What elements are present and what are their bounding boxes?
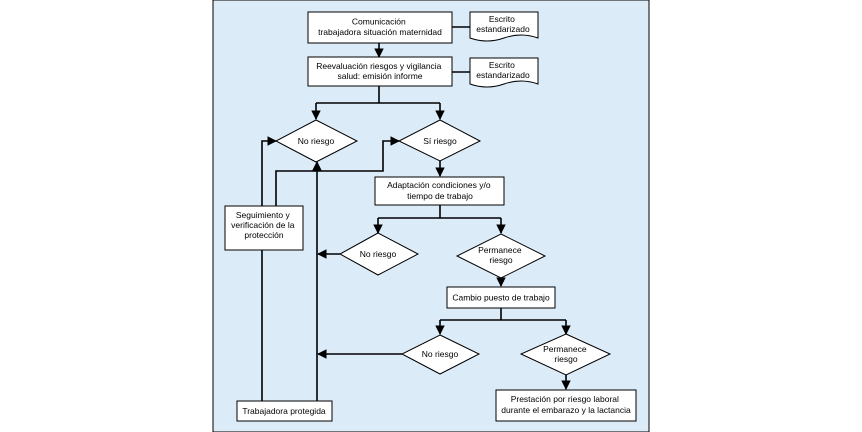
node-label-seguimiento: Seguimiento y verificación de la protecc… — [231, 210, 297, 240]
node-label-no-riesgo-2: No riesgo — [360, 249, 397, 259]
node-label-adaptacion: Adaptación condiciones y/o tiempo de tra… — [387, 180, 493, 201]
node-label-reevaluacion: Reevaluación riesgos y vigilancia salud:… — [316, 61, 444, 81]
decision-no-riesgo-1: No riesgo — [274, 119, 359, 163]
node-label-comunicacion: Comunicación trabajadora situación mater… — [318, 17, 442, 38]
decision-no-riesgo-3: No riesgo — [400, 334, 481, 375]
node-label-no-riesgo-1: No riesgo — [298, 136, 335, 146]
document-escrito-2: Escrito estandarizado — [469, 57, 539, 88]
connectors — [261, 26, 571, 401]
document-escrito-1: Escrito estandarizado — [469, 11, 539, 42]
decision-si-riesgo: Sí riesgo — [397, 119, 482, 162]
node-label-no-riesgo-3: No riesgo — [422, 349, 459, 359]
process-box-cambio-puesto: Cambio puesto de trabajo — [446, 286, 556, 309]
node-label-permanece-2: Permanece riesgo — [543, 344, 589, 364]
node-label-si-riesgo: Sí riesgo — [423, 136, 457, 146]
node-label-cambio-puesto: Cambio puesto de trabajo — [452, 293, 550, 303]
process-box-prestacion: Prestación por riesgo laboral durante el… — [495, 389, 637, 422]
node-label-escrito-2: Escrito estandarizado — [476, 60, 530, 80]
process-box-reevaluacion: Reevaluación riesgos y vigilancia salud:… — [307, 56, 453, 87]
decision-permanece-riesgo-2: Permanece riesgo — [519, 333, 612, 376]
node-label-prestacion: Prestación por riesgo laboral durante el… — [501, 394, 631, 415]
node-label-escrito-1: Escrito estandarizado — [476, 14, 530, 34]
decision-no-riesgo-2: No riesgo — [338, 232, 420, 276]
node-label-protegida: Trabajadora protegida — [242, 406, 326, 416]
node-label-permanece-1: Permanece riesgo — [478, 245, 524, 265]
decision-permanece-riesgo-1: Permanece riesgo — [455, 233, 547, 279]
process-box-comunicacion: Comunicación trabajadora situación mater… — [307, 11, 453, 44]
process-box-trabajadora-protegida: Trabajadora protegida — [236, 400, 333, 422]
process-box-adaptacion: Adaptación condiciones y/o tiempo de tra… — [374, 176, 505, 206]
process-box-seguimiento: Seguimiento y verificación de la protecc… — [224, 205, 304, 251]
